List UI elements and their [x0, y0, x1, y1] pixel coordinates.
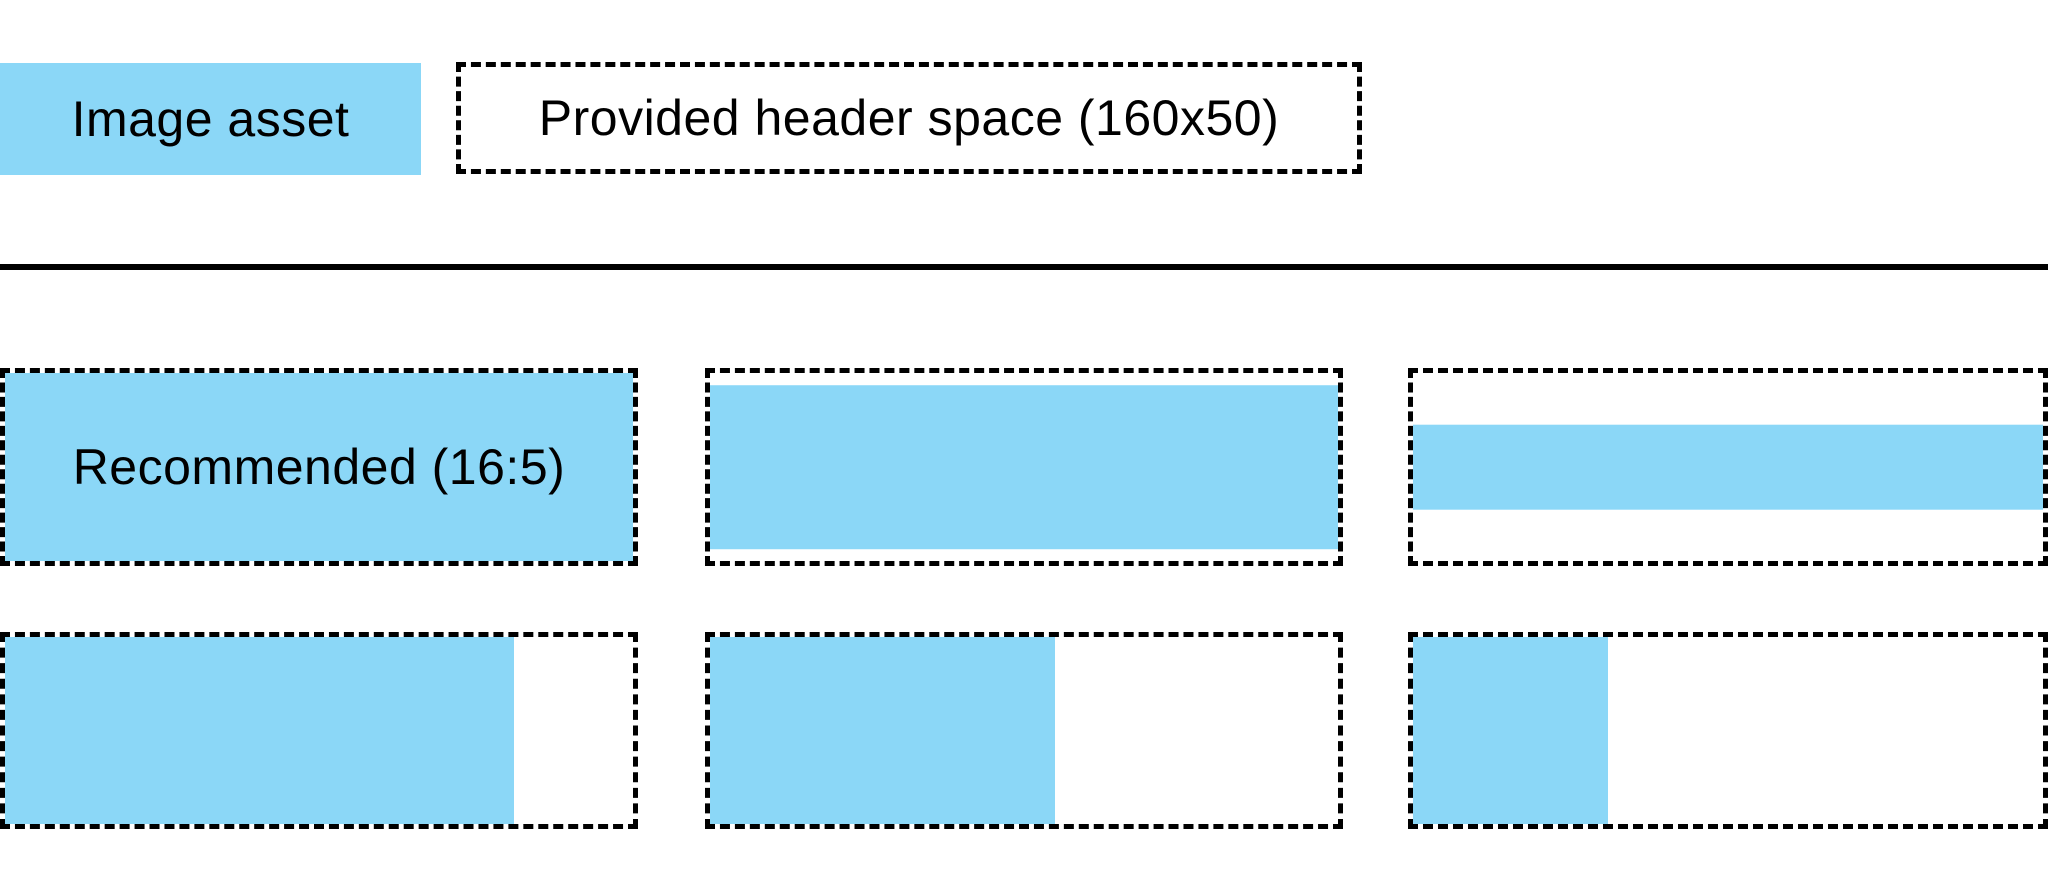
legend-provided-header-space-box: Provided header space (160x50)	[456, 62, 1362, 174]
demo-box-taller-asset-left	[705, 632, 1343, 829]
legend-image-asset-swatch: Image asset	[0, 63, 421, 175]
demo-box-square-asset-left	[1408, 632, 2048, 829]
demo-box-tall-asset-left	[0, 632, 638, 829]
asset-fill	[1413, 424, 2043, 510]
legend-image-asset-label: Image asset	[71, 91, 350, 147]
asset-fill	[710, 637, 1056, 824]
legend-provided-header-space-label: Provided header space (160x50)	[538, 90, 1280, 146]
demo-box-extra-wide-asset-centered	[1408, 368, 2048, 566]
demo-box-recommended-16x5: Recommended (16:5)	[0, 368, 638, 566]
asset-fill	[5, 637, 514, 824]
asset-fill	[710, 385, 1338, 549]
demo-box-wide-asset-centered	[705, 368, 1343, 566]
recommended-label: Recommended (16:5)	[72, 439, 566, 495]
asset-fill	[5, 373, 633, 561]
divider-line	[0, 264, 2048, 270]
asset-fill	[1413, 637, 1609, 824]
